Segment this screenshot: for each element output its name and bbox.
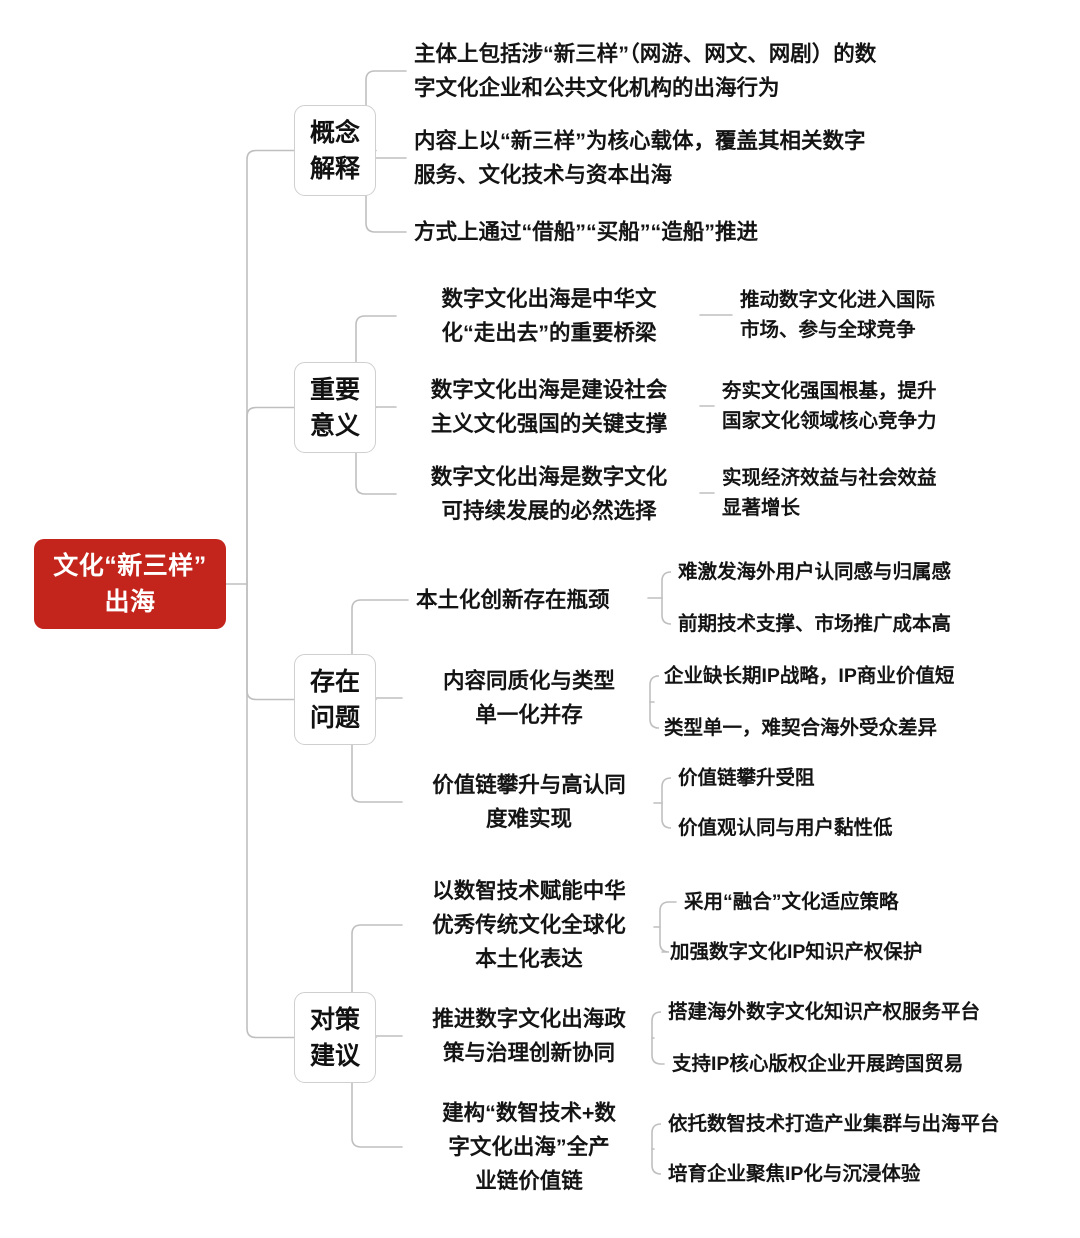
leafnode-b3-c3-l2[interactable]: 价值观认同与用户黏性低 <box>678 812 1018 844</box>
subnode-label: 内容同质化与类型 单一化并存 <box>442 669 615 727</box>
leafnode-label: 加强数字文化IP知识产权保护 <box>670 941 923 963</box>
leafnode-label: 培育企业聚焦IP化与沉浸体验 <box>668 1163 921 1185</box>
leafnode-label: 前期技术支撑、市场推广成本高 <box>678 613 952 635</box>
leafnode-b3-c1-l1[interactable]: 难激发海外用户认同感与归属感 <box>678 556 1038 588</box>
subnode-b3-c3[interactable]: 价值链攀升与高认同 度难实现 <box>410 766 648 838</box>
branch-node-zhongyaoyiyi[interactable]: 重要 意义 <box>294 362 376 453</box>
subnode-label: 建构“数智技术+数 字文化出海”全产 业链价值链 <box>442 1101 616 1193</box>
leafnode-b4-c2-l2[interactable]: 支持IP核心版权企业开展跨国贸易 <box>672 1048 1062 1080</box>
branch-node-label: 对策 建议 <box>309 1005 360 1070</box>
leafnode-label: 依托数智技术打造产业集群与出海平台 <box>668 1113 1000 1135</box>
bracket-arm-3-0 <box>659 901 677 928</box>
leafnode-b3-c2-l1[interactable]: 企业缺长期IP战略，IP商业价值短 <box>664 660 1046 692</box>
subnode-label: 推进数字文化出海政 策与治理创新协同 <box>432 1007 626 1065</box>
leafnode-b2-c2-l1[interactable]: 夯实文化强国根基，提升 国家文化领域核心竞争力 <box>722 373 1042 439</box>
subnode-b4-c3[interactable]: 建构“数智技术+数 字文化出海”全产 业链价值链 <box>410 1094 648 1200</box>
subnode-label: 主体上包括涉“新三样”（网游、网文、网剧）的数 字文化企业和公共文化机构的出海行… <box>414 42 877 100</box>
bracket-arm-0-0 <box>661 571 672 599</box>
subnode-b2-c2[interactable]: 数字文化出海是建设社会 主义文化强国的关键支撑 <box>404 371 694 443</box>
root-node[interactable]: 文化“新三样” 出海 <box>34 539 226 629</box>
branch-node-label: 存在 问题 <box>309 667 360 732</box>
bracket-arm-4-0 <box>651 1011 662 1039</box>
leafnode-label: 企业缺长期IP战略，IP商业价值短 <box>664 665 955 687</box>
subnode-label: 以数智技术赋能中华 优秀传统文化全球化 本土化表达 <box>432 879 626 971</box>
leafnode-b4-c2-l1[interactable]: 搭建海外数字文化知识产权服务平台 <box>668 996 1058 1028</box>
leafnode-b2-c3-l1[interactable]: 实现经济效益与社会效益 显著增长 <box>722 460 1042 526</box>
subnode-b1-c2[interactable]: 内容上以“新三样”为核心载体，覆盖其相关数字 服务、文化技术与资本出海 <box>414 122 942 194</box>
subnode-b1-c3[interactable]: 方式上通过“借船”“买船”“造船”推进 <box>414 213 854 251</box>
bracket-arm-5-1 <box>651 1148 662 1175</box>
branch-node-gainianjieshi[interactable]: 概念 解释 <box>294 105 376 196</box>
subnode-label: 方式上通过“借船”“买船”“造船”推进 <box>414 220 759 244</box>
root-branch-arm-1 <box>246 406 295 585</box>
leafnode-label: 推动数字文化进入国际 市场、参与全球竞争 <box>740 289 936 341</box>
subnode-label: 价值链攀升与高认同 度难实现 <box>432 773 626 831</box>
bracket-arm-0-1 <box>661 597 672 625</box>
leafnode-b3-c2-l2[interactable]: 类型单一，难契合海外受众差异 <box>664 712 1046 744</box>
bracket-arm-2-1 <box>661 802 672 829</box>
root-branch-arm-3 <box>246 583 295 1039</box>
leafnode-label: 支持IP核心版权企业开展跨国贸易 <box>672 1053 964 1075</box>
branch-node-label: 概念 解释 <box>309 118 360 183</box>
subnode-b3-c1[interactable]: 本土化创新存在瓶颈 <box>416 581 642 619</box>
root-node-label: 文化“新三样” 出海 <box>53 552 207 616</box>
root-branch-arm-0 <box>246 149 295 585</box>
subnode-b3-c2[interactable]: 内容同质化与类型 单一化并存 <box>410 662 648 734</box>
bracket-arm-2-0 <box>661 777 672 804</box>
leafnode-b2-c1-l1[interactable]: 推动数字文化进入国际 市场、参与全球竞争 <box>740 282 1040 348</box>
leafnode-label: 夯实文化强国根基，提升 国家文化领域核心竞争力 <box>722 380 937 432</box>
subnode-b2-c1[interactable]: 数字文化出海是中华文 化“走出去”的重要桥梁 <box>404 280 694 352</box>
branch-node-label: 重要 意义 <box>309 375 360 440</box>
leafnode-b3-c3-l1[interactable]: 价值链攀升受阻 <box>678 762 1018 794</box>
subnode-b4-c2[interactable]: 推进数字文化出海政 策与治理创新协同 <box>410 1000 648 1072</box>
leafnode-label: 难激发海外用户认同感与归属感 <box>678 561 952 583</box>
leafnode-label: 价值观认同与用户黏性低 <box>678 817 893 839</box>
bracket-arm-1-0 <box>649 675 660 703</box>
leafnode-label: 类型单一，难契合海外受众差异 <box>664 717 938 739</box>
branch-node-duicejianyi[interactable]: 对策 建议 <box>294 992 376 1083</box>
subnode-label: 数字文化出海是数字文化 可持续发展的必然选择 <box>430 465 668 523</box>
leafnode-b3-c1-l2[interactable]: 前期技术支撑、市场推广成本高 <box>678 608 1038 640</box>
subnode-label: 内容上以“新三样”为核心载体，覆盖其相关数字 服务、文化技术与资本出海 <box>414 129 866 187</box>
subnode-b2-c3[interactable]: 数字文化出海是数字文化 可持续发展的必然选择 <box>404 458 694 530</box>
leafnode-label: 实现经济效益与社会效益 显著增长 <box>722 467 937 519</box>
leafnode-b4-c1-l1[interactable]: 采用“融合”文化适应策略 <box>684 886 1024 918</box>
leafnode-b4-c1-l2[interactable]: 加强数字文化IP知识产权保护 <box>670 936 1026 968</box>
subnode-b4-c1[interactable]: 以数智技术赋能中华 优秀传统文化全球化 本土化表达 <box>410 872 648 978</box>
leafnode-b4-c3-l2[interactable]: 培育企业聚焦IP化与沉浸体验 <box>668 1158 1058 1190</box>
subnode-b1-c1[interactable]: 主体上包括涉“新三样”（网游、网文、网剧）的数 字文化企业和公共文化机构的出海行… <box>414 35 962 107</box>
bracket-arm-4-1 <box>651 1037 665 1065</box>
subnode-label: 数字文化出海是中华文 化“走出去”的重要桥梁 <box>441 287 657 345</box>
root-branch-arm-2 <box>246 583 295 701</box>
branch-node-cunzaiwenti[interactable]: 存在 问题 <box>294 654 376 745</box>
leafnode-b4-c3-l1[interactable]: 依托数智技术打造产业集群与出海平台 <box>668 1108 1058 1140</box>
leafnode-label: 搭建海外数字文化知识产权服务平台 <box>668 1001 981 1023</box>
leafnode-label: 价值链攀升受阻 <box>678 767 815 789</box>
subnode-label: 本土化创新存在瓶颈 <box>416 588 610 612</box>
subnode-label: 数字文化出海是建设社会 主义文化强国的关键支撑 <box>430 378 668 436</box>
bracket-arm-3-1 <box>659 926 670 953</box>
bracket-arm-1-1 <box>649 701 660 729</box>
leafnode-label: 采用“融合”文化适应策略 <box>684 891 899 913</box>
bracket-arm-5-0 <box>651 1123 662 1150</box>
